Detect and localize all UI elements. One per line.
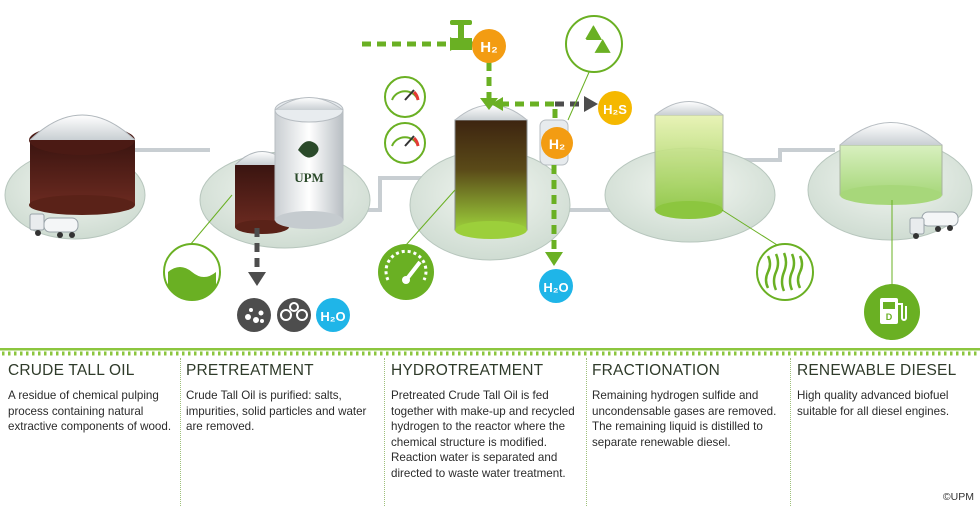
molecule-icon	[277, 298, 311, 332]
hydrogen-sulfide-badge: H₂S	[598, 91, 632, 125]
stage-description: High quality advanced biofuel suitable f…	[797, 388, 975, 419]
wavy-lines-icon	[757, 244, 813, 300]
stage-pretreatment: PRETREATMENT Crude Tall Oil is purified:…	[186, 362, 378, 435]
water-badge-pretreatment: H₂O	[316, 298, 350, 332]
upm-logo-text: UPM	[294, 170, 324, 185]
svg-text:H₂O: H₂O	[320, 309, 345, 324]
solid-particles-icon	[237, 298, 271, 332]
gauge-icon	[385, 77, 425, 117]
renewable-diesel-tank	[840, 123, 942, 206]
gauge-icon	[385, 123, 425, 163]
crude-tall-oil-tank	[29, 115, 135, 215]
svg-text:H₂: H₂	[480, 39, 498, 56]
column-separator	[790, 358, 791, 506]
speed-gauge-icon	[378, 244, 434, 300]
svg-text:H₂S: H₂S	[603, 102, 627, 117]
water-badge: H₂O	[539, 269, 573, 303]
upm-silo: UPM	[275, 98, 343, 230]
stage-description: A residue of chemical pulping process co…	[8, 388, 176, 435]
fractionation-tank	[655, 102, 723, 220]
hydrogen-recycle-badge: H₂	[541, 127, 573, 159]
svg-text:D: D	[886, 312, 893, 322]
svg-text:H₂: H₂	[549, 136, 565, 152]
column-separator	[180, 358, 181, 506]
process-diagram: UPM	[0, 0, 980, 350]
stage-crude-tall-oil: CRUDE TALL OIL A residue of chemical pul…	[8, 362, 176, 435]
hydrotreatment-reactor	[455, 105, 527, 239]
stage-hydrotreatment: HYDROTREATMENT Pretreated Crude Tall Oil…	[391, 362, 579, 481]
section-divider	[0, 348, 980, 356]
stage-description: Pretreated Crude Tall Oil is fed togethe…	[391, 388, 579, 481]
column-separator	[384, 358, 385, 506]
stage-title: FRACTIONATION	[592, 362, 788, 380]
stage-description: Crude Tall Oil is purified: salts, impur…	[186, 388, 378, 435]
stage-title: RENEWABLE DIESEL	[797, 362, 975, 380]
stage-renewable-diesel: RENEWABLE DIESEL High quality advanced b…	[797, 362, 975, 419]
valve-icon	[450, 20, 472, 50]
stage-description: Remaining hydrogen sulfide and uncondens…	[592, 388, 788, 450]
column-separator	[586, 358, 587, 506]
stage-fractionation: FRACTIONATION Remaining hydrogen sulfide…	[592, 362, 788, 450]
stage-title: PRETREATMENT	[186, 362, 378, 380]
stage-title: CRUDE TALL OIL	[8, 362, 176, 380]
hydrogen-badge: H₂	[472, 29, 506, 63]
stage-title: HYDROTREATMENT	[391, 362, 579, 380]
svg-text:H₂O: H₂O	[543, 280, 568, 295]
wave-liquid-icon	[164, 244, 220, 300]
fuel-pump-icon: D	[864, 284, 920, 340]
copyright-notice: ©UPM	[943, 491, 974, 503]
